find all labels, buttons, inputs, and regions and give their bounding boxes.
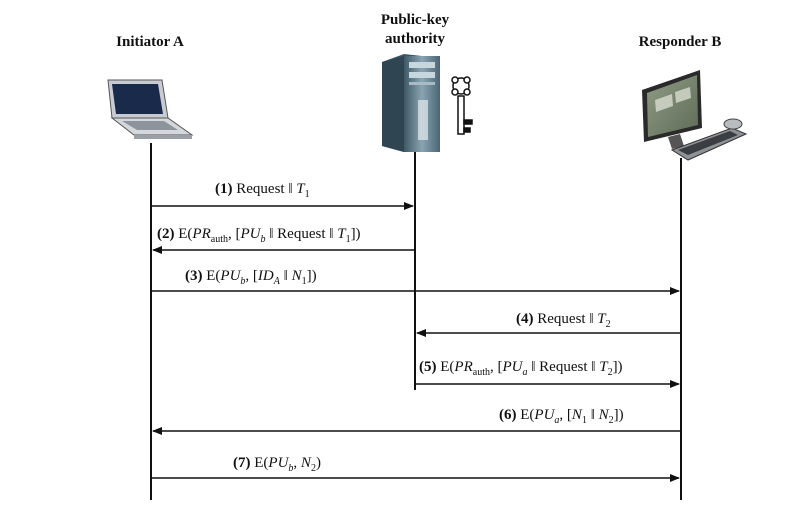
msg-text: E(PRauth, [PUb ‖ Request ‖ T1])	[178, 226, 361, 245]
msg-number: (2)	[157, 226, 175, 242]
msg-text: E(PUb, [IDA ‖ N1])	[206, 268, 317, 287]
msg6-label: (6) E(PUa, [N1 ‖ N2])	[499, 406, 624, 426]
msg4-label: (4) Request ‖ T2	[516, 310, 611, 330]
authority-label-line1: Public-key	[380, 12, 450, 28]
msg1-label: (1) Request ‖ T1	[215, 180, 310, 200]
msg-text: E(PRauth, [PUa ‖ Request ‖ T2])	[440, 359, 623, 378]
initiator-label: Initiator A	[116, 34, 184, 50]
desktop-computer-icon	[642, 70, 748, 161]
responder-label: Responder B	[638, 34, 722, 50]
msg-text: E(PUb, N2)	[254, 455, 321, 474]
msg-number: (5)	[419, 359, 437, 375]
msg2-label: (2) E(PRauth, [PUb ‖ Request ‖ T1])	[157, 225, 361, 245]
msg-number: (3)	[185, 268, 203, 284]
msg5-label: (5) E(PRauth, [PUa ‖ Request ‖ T2])	[419, 358, 623, 378]
msg3-label: (3) E(PUb, [IDA ‖ N1])	[185, 267, 317, 287]
msg-text: Request ‖ T2	[537, 311, 611, 330]
msg-number: (6)	[499, 407, 517, 423]
msg-number: (4)	[516, 311, 534, 327]
msg-text: E(PUa, [N1 ‖ N2])	[520, 407, 624, 426]
authority-label: Public-key authority	[355, 11, 475, 49]
authority-label-line2: authority	[385, 31, 445, 47]
msg-number: (1)	[215, 181, 233, 197]
server-icon	[382, 54, 440, 152]
msg7-label: (7) E(PUb, N2)	[233, 454, 321, 474]
laptop-icon	[107, 79, 194, 139]
msg-number: (7)	[233, 455, 251, 471]
msg-text: Request ‖ T1	[236, 181, 310, 200]
key-icon	[451, 76, 473, 135]
